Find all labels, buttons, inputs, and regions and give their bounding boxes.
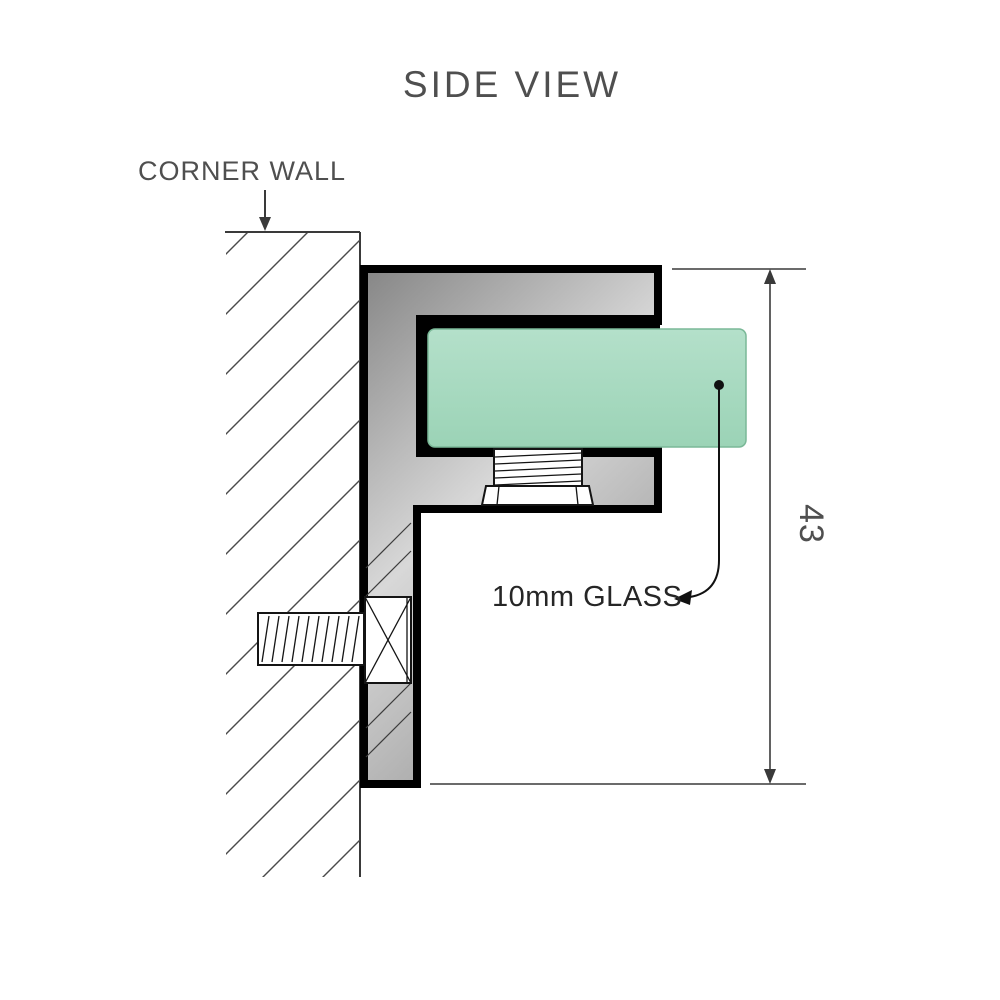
dimension-43: 43 (430, 268, 830, 785)
wall-lines (225, 231, 361, 877)
corner-wall-arrow-icon (259, 190, 271, 231)
glass-panel (427, 328, 747, 448)
corner-wall-label: CORNER WALL (138, 156, 346, 186)
glass-leader (674, 380, 724, 605)
wall-screw (257, 522, 412, 758)
diagram-title: SIDE VIEW (403, 64, 621, 105)
glass-label: 10mm GLASS (492, 581, 682, 613)
grub-screw (480, 448, 595, 506)
dimension-value: 43 (792, 504, 830, 544)
wall-hatching (226, 233, 360, 877)
